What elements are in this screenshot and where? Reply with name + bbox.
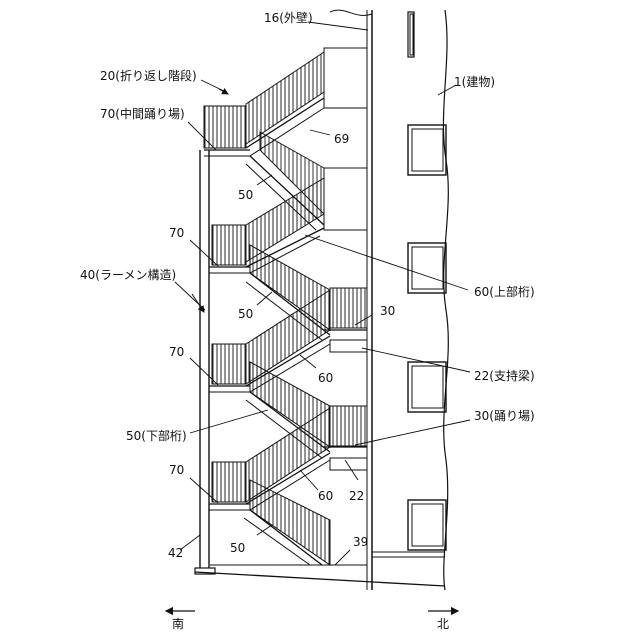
window xyxy=(408,362,446,412)
support-beam xyxy=(330,458,367,470)
middle-landing xyxy=(209,462,250,510)
stair-flight xyxy=(246,52,324,156)
label-building: 1(建物) xyxy=(454,75,495,89)
landing-rail xyxy=(330,406,367,446)
window xyxy=(408,12,414,57)
label-switchback-stairs: 20(折り返し階段) xyxy=(100,68,197,83)
pointer-arrow xyxy=(219,89,228,94)
label-outer-wall: 16(外壁) xyxy=(264,10,313,25)
label-ref-69: 69 xyxy=(334,132,349,146)
label-ref-50: 50 xyxy=(230,541,245,555)
label-middle-landing: 70(中間踊り場) xyxy=(100,106,185,121)
middle-landing xyxy=(209,225,250,273)
label-upper-girder: 60(上部桁) xyxy=(474,284,535,299)
label-support-beam: 22(支持梁) xyxy=(474,368,535,383)
label-ref-70: 70 xyxy=(169,345,184,359)
beam-block xyxy=(324,48,367,108)
window xyxy=(408,500,446,550)
label-rahmen-structure: 40(ラーメン構造) xyxy=(80,268,176,282)
outer-wall-break-line xyxy=(330,10,372,15)
pointer-arrow xyxy=(192,294,204,312)
label-ref-39: 39 xyxy=(353,535,368,549)
label-ref-60: 60 xyxy=(318,371,333,385)
label-ref-60: 60 xyxy=(318,489,333,503)
north-direction-indicator: 北 xyxy=(428,611,458,631)
middle-landing xyxy=(204,106,250,156)
window xyxy=(408,125,446,175)
label-lower-girder: 50(下部桁) xyxy=(126,428,187,443)
label-south: 南 xyxy=(172,616,184,631)
window xyxy=(408,243,446,293)
label-ref-30: 30 xyxy=(380,304,395,318)
landing-rail xyxy=(330,288,367,328)
label-ref-42: 42 xyxy=(168,546,183,560)
label-landing-30: 30(踊り場) xyxy=(474,409,535,423)
label-ref-50: 50 xyxy=(238,307,253,321)
label-ref-70: 70 xyxy=(169,226,184,240)
support-beam xyxy=(330,340,367,352)
label-ref-70: 70 xyxy=(169,463,184,477)
label-ref-50: 50 xyxy=(238,188,253,202)
ground-line xyxy=(195,572,445,586)
beam-block xyxy=(324,168,367,230)
label-north: 北 xyxy=(437,617,449,631)
middle-landing xyxy=(209,344,250,392)
south-direction-indicator: 南 xyxy=(166,611,195,631)
label-ref-22: 22 xyxy=(349,489,364,503)
